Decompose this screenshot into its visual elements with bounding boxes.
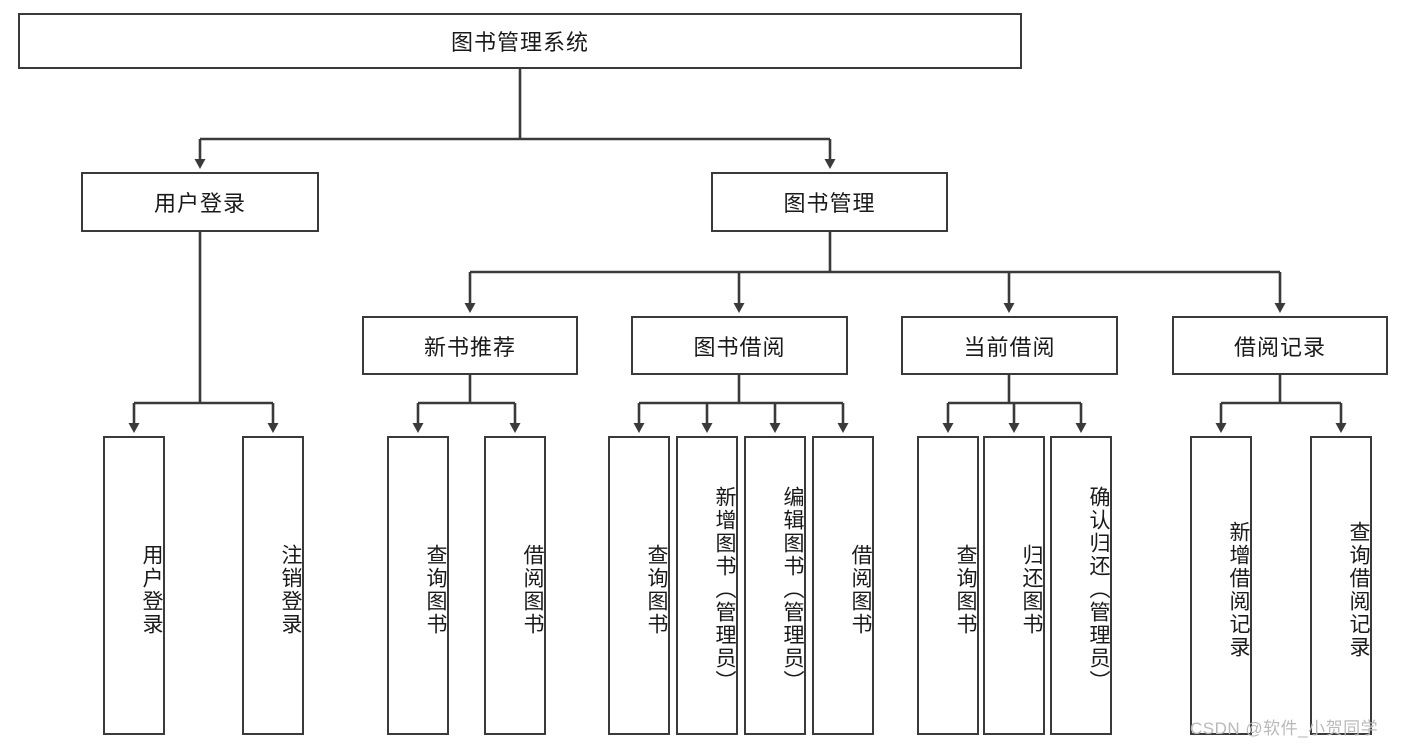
node-borrow-record[interactable]: 借阅记录 xyxy=(1172,316,1388,375)
node-book-management[interactable]: 图书管理 xyxy=(711,172,948,232)
leaf-return-book-label: 归还图书 xyxy=(1020,543,1043,636)
leaf-query-borrow-record-label: 查询借阅记录 xyxy=(1347,520,1370,659)
leaf-borrow-book-rec[interactable]: 借阅图书 xyxy=(484,436,546,735)
leaf-borrow-book-rec-label: 借阅图书 xyxy=(521,543,544,636)
node-new-book-recommend[interactable]: 新书推荐 xyxy=(362,316,578,375)
node-current-borrow[interactable]: 当前借阅 xyxy=(901,316,1118,375)
leaf-confirm-return-admin[interactable]: 确认归还（管理员） xyxy=(1050,436,1112,735)
leaf-confirm-return-admin-label: 确认归还（管理员） xyxy=(1087,486,1110,693)
leaf-add-book-admin[interactable]: 新增图书（管理员） xyxy=(676,436,738,735)
leaf-add-borrow-record-label: 新增借阅记录 xyxy=(1227,520,1250,659)
leaf-borrow-book[interactable]: 借阅图书 xyxy=(812,436,874,735)
node-book-management-label: 图书管理 xyxy=(783,191,876,216)
node-current-borrow-label: 当前借阅 xyxy=(963,334,1056,360)
leaf-query-book-current-label: 查询图书 xyxy=(954,543,977,636)
leaf-user-login[interactable]: 用户登录 xyxy=(103,436,165,735)
leaf-add-book-admin-label: 新增图书（管理员） xyxy=(713,486,736,693)
leaf-logout[interactable]: 注销登录 xyxy=(242,436,304,735)
node-new-book-recommend-label: 新书推荐 xyxy=(423,334,516,360)
node-root-label: 图书管理系统 xyxy=(450,30,589,55)
leaf-logout-label: 注销登录 xyxy=(279,543,302,636)
node-root[interactable]: 图书管理系统 xyxy=(18,13,1022,69)
leaf-edit-book-admin[interactable]: 编辑图书（管理员） xyxy=(744,436,806,735)
leaf-query-book-rec-label: 查询图书 xyxy=(424,543,447,636)
leaf-edit-book-admin-label: 编辑图书（管理员） xyxy=(781,486,804,693)
node-borrow-record-label: 借阅记录 xyxy=(1233,334,1326,360)
node-user-login-label: 用户登录 xyxy=(153,191,246,216)
leaf-query-book-rec[interactable]: 查询图书 xyxy=(387,436,449,735)
leaf-borrow-book-label: 借阅图书 xyxy=(849,543,872,636)
leaf-return-book[interactable]: 归还图书 xyxy=(983,436,1045,735)
leaf-query-borrow-record[interactable]: 查询借阅记录 xyxy=(1310,436,1372,735)
leaf-add-borrow-record[interactable]: 新增借阅记录 xyxy=(1190,436,1252,735)
leaf-query-book-current[interactable]: 查询图书 xyxy=(917,436,979,735)
node-user-login[interactable]: 用户登录 xyxy=(81,172,319,232)
leaf-query-book-borrow-label: 查询图书 xyxy=(645,543,668,636)
leaf-user-login-label: 用户登录 xyxy=(140,543,163,636)
watermark: CSDN @软件_小贺同学 xyxy=(1190,719,1379,738)
node-book-borrow[interactable]: 图书借阅 xyxy=(631,316,848,375)
node-book-borrow-label: 图书借阅 xyxy=(693,334,786,360)
leaf-query-book-borrow[interactable]: 查询图书 xyxy=(608,436,670,735)
